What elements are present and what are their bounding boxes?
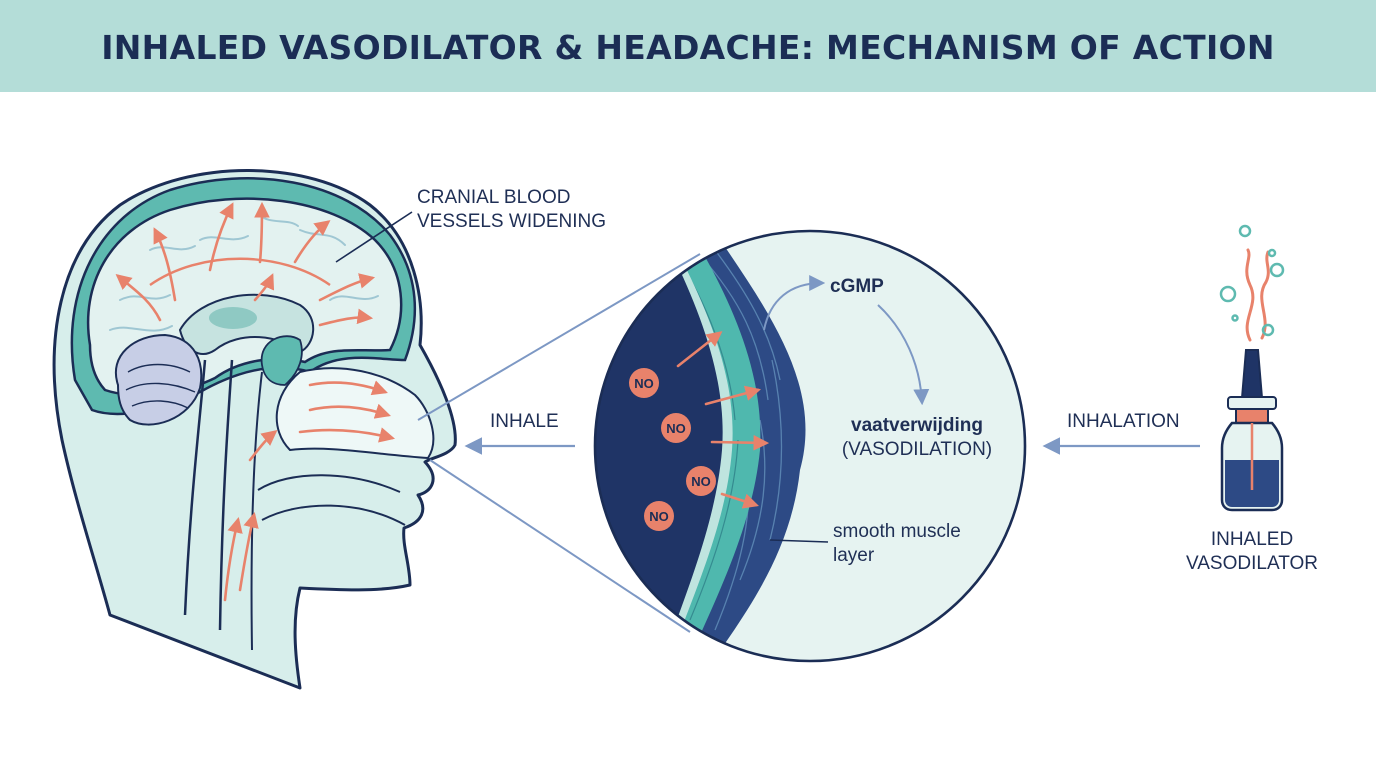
cgmp-arrow [763,275,826,331]
inhale-label: INHALE [490,411,559,432]
no-diffusion-arrows [676,331,770,509]
vasodilation-label: vaatverwijding (VASODILATION) [841,415,993,460]
cgmp-label: cGMP [830,276,884,297]
head-profile-icon [52,169,457,690]
no-molecule: NO [644,501,674,531]
vasodilation-arrow [877,304,930,406]
mechanism-diagram: NO NO NO NO [52,169,1285,690]
svg-text:NO: NO [666,421,686,436]
inhalation-label: INHALATION [1067,411,1180,432]
smooth-muscle-callout-line [769,539,829,543]
no-molecule: NO [661,413,691,443]
svg-text:NO: NO [634,376,654,391]
no-molecule: NO [686,466,716,496]
svg-text:NO: NO [649,509,669,524]
zoom-lines [417,253,701,633]
page-title: INHALED VASODILATOR & HEADACHE: MECHANIS… [101,28,1275,67]
cranial-vessels-label: CRANIAL BLOOD VESSELS WIDENING [417,187,606,232]
nasal-spray-bottle-icon [1219,224,1285,512]
svg-text:NO: NO [691,474,711,489]
inhaled-vasodilator-label: INHALED VASODILATOR [1186,529,1318,574]
no-molecule: NO [629,368,659,398]
cranial-callout-line [335,211,413,263]
title-banner [0,0,1376,92]
smooth-muscle-label: smooth muscle layer [833,521,961,566]
